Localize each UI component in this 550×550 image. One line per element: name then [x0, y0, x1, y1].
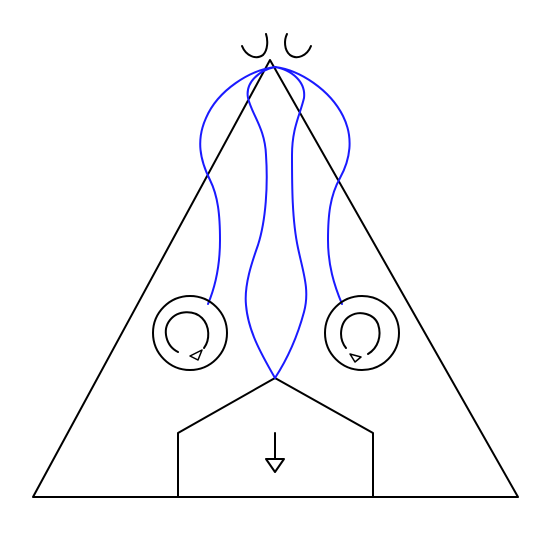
- downward-arrow: [265, 432, 285, 473]
- flow-lines: [199, 66, 351, 379]
- right-vortex: [324, 295, 400, 371]
- left-hook-icon: [241, 33, 269, 59]
- right-vortex-swirl: [340, 312, 381, 355]
- left-vortex: [152, 295, 228, 371]
- flow-line-left-inner: [244, 66, 276, 379]
- flow-line-right-outer: [274, 66, 351, 305]
- right-vortex-arrow-icon: [349, 353, 362, 363]
- top-hooks: [241, 33, 312, 59]
- left-vortex-outer-ring: [152, 295, 228, 371]
- left-vortex-arrow-icon: [189, 349, 203, 361]
- flow-line-right-inner: [274, 66, 308, 379]
- arrow-down-icon: [265, 458, 285, 473]
- right-vortex-outer-ring: [324, 295, 400, 371]
- flow-line-left-outer: [199, 66, 276, 305]
- left-vortex-swirl: [164, 311, 210, 353]
- outer-triangle: [32, 59, 519, 498]
- right-hook-icon: [284, 33, 312, 59]
